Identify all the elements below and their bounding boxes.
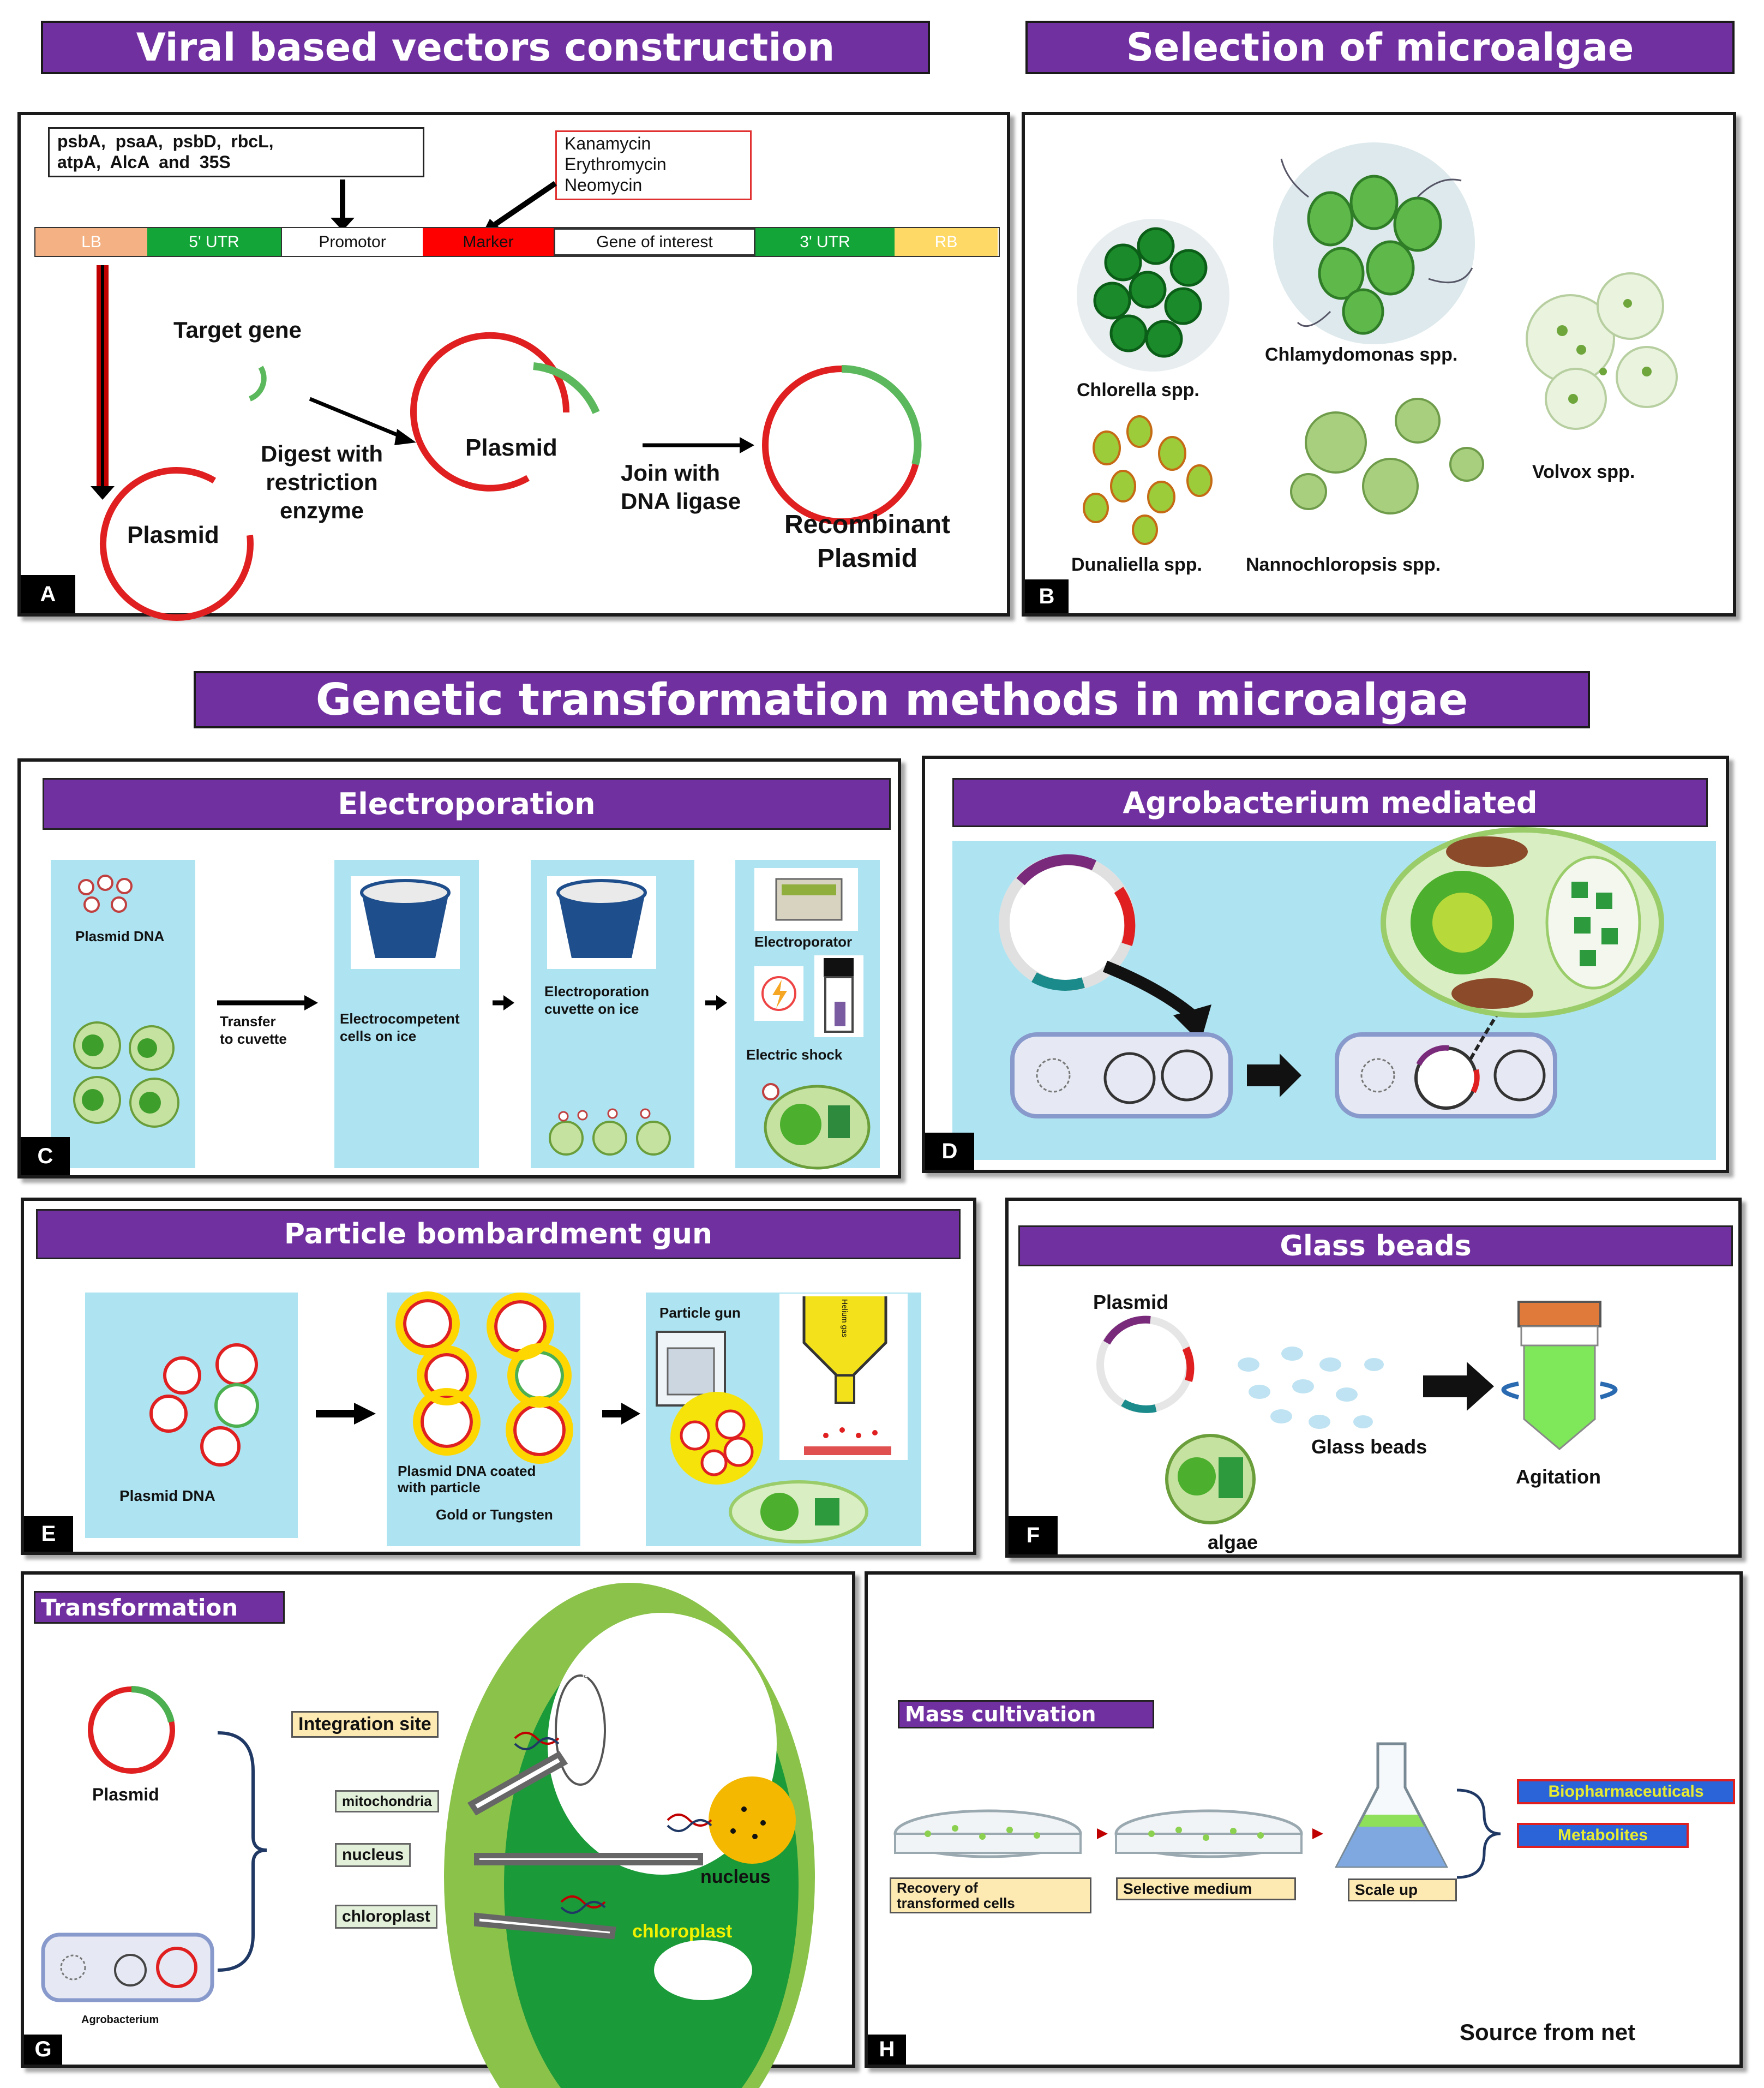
- panel-f: Glass beads Plasmid Glass beads Agitatio…: [1005, 1198, 1742, 1558]
- microalgae-images: [1077, 142, 1678, 545]
- recombinant-plasmid-label: Recombinant Plasmid: [784, 510, 951, 573]
- glass-beads-graphics: [1096, 1301, 1618, 1524]
- panel-a: psbA, psaA, psbD, rbcL, atpA, AlcA and 3…: [17, 112, 1010, 621]
- agrobacterium-label: Agrobacterium: [81, 2014, 159, 2026]
- product-metabolites: Metabolites: [1557, 1826, 1648, 1844]
- plasmid-dna-area: [85, 1293, 298, 1538]
- join-label: Join with DNA ligase: [621, 460, 741, 514]
- panel-c-label: C: [21, 1137, 70, 1175]
- target-gene-label: Target gene: [173, 317, 302, 343]
- species-dunaliella: Dunaliella spp.: [1071, 554, 1202, 575]
- electric-shock-label: Electric shock: [746, 1046, 843, 1063]
- glass-beads-label: Glass beads: [1311, 1435, 1427, 1458]
- transfer-label: Transfer to cuvette: [220, 1013, 287, 1047]
- source-label: Source from net: [1460, 2019, 1636, 2045]
- agitation-label: Agitation: [1516, 1465, 1601, 1488]
- panel-d-label: D: [925, 1133, 974, 1170]
- algae-label: algae: [1208, 1531, 1258, 1553]
- transformation-graphics: [41, 1583, 815, 2088]
- panel-d: Agrobacterium mediated D: [922, 756, 1729, 1173]
- segment-rb: RB: [895, 228, 998, 256]
- panel-g: Transformation Plasmid Agrobacterium Int…: [21, 1571, 855, 2088]
- digest-label: Digest with restriction enzyme: [261, 441, 383, 523]
- mass-cultivation-graphics: [893, 1742, 1501, 1879]
- species-chlamydomonas: Chlamydomonas spp.: [1265, 344, 1458, 365]
- particle-gun-graphics: [149, 1291, 908, 1543]
- product-biopharmaceuticals-box: Biopharmaceuticals: [1517, 1779, 1735, 1804]
- species-nannochloropsis: Nannochloropsis spp.: [1246, 554, 1441, 575]
- helium-label: Helium gas: [841, 1299, 849, 1338]
- segment-5utr: 5' UTR: [147, 228, 281, 256]
- electroporator-label: Electroporator: [754, 934, 853, 950]
- plasmid-label-f: Plasmid: [1093, 1291, 1169, 1313]
- segment-marker: Marker: [423, 228, 554, 256]
- step-scale-up: Scale up: [1348, 1878, 1457, 1901]
- plasmid-label-middle: Plasmid: [465, 434, 557, 461]
- panel-b-label: B: [1025, 579, 1069, 613]
- cell-chloroplast-label: chloroplast: [632, 1921, 733, 1942]
- promoter-list-box: psbA, psaA, psbD, rbcL, atpA, AlcA and 3…: [48, 127, 424, 177]
- agrobacterium-title: Agrobacterium mediated: [952, 778, 1708, 827]
- panel-e: Particle bombardment gun: [21, 1198, 976, 1555]
- particle-gun-label: Particle gun: [659, 1305, 741, 1321]
- plasmid-dna-label-e: Plasmid DNA: [119, 1487, 215, 1504]
- transformation-title: Transformation: [34, 1591, 285, 1624]
- cell-nucleus-label: nucleus: [700, 1866, 771, 1887]
- plasmid-dna-label: Plasmid DNA: [75, 928, 165, 944]
- site-chloroplast: chloroplast: [335, 1905, 437, 1929]
- coated-label: Plasmid DNA coated with particle: [398, 1463, 536, 1495]
- promoter-list: psbA, psaA, psbD, rbcL, atpA, AlcA and 3…: [57, 131, 274, 172]
- header-genetic-transformation: Genetic transformation methods in microa…: [194, 671, 1590, 728]
- agrobacterium-graphics: [999, 827, 1664, 1118]
- panel-h-label: H: [868, 2035, 906, 2065]
- panel-h: Mass cultivation Recovery of transformed…: [865, 1571, 1743, 2068]
- panel-f-label: F: [1009, 1516, 1058, 1554]
- marker-list-box: Kanamycin Erythromycin Neomycin: [555, 130, 752, 200]
- plasmid-label-left: Plasmid: [127, 522, 219, 548]
- product-metabolites-box: Metabolites: [1517, 1823, 1689, 1848]
- step-selective-medium: Selective medium: [1116, 1877, 1296, 1900]
- step-recovery: Recovery of transformed cells: [890, 1877, 1091, 1913]
- electrocompetent-label: Electrocompetent cells on ice: [340, 1010, 460, 1044]
- integration-site-label: Integration site: [291, 1711, 439, 1738]
- cuvette-label: Electroporation cuvette on ice: [544, 983, 650, 1017]
- segment-promotor: Promotor: [281, 228, 423, 256]
- panel-b: Chlorella spp. Chlamydomonas spp. Volvox…: [1022, 112, 1736, 617]
- site-nucleus: nucleus: [335, 1843, 411, 1867]
- header-viral-vectors: Viral based vectors construction: [41, 21, 930, 74]
- mass-cultivation-title: Mass cultivation: [898, 1700, 1154, 1728]
- gold-tungsten-label: Gold or Tungsten: [436, 1506, 553, 1523]
- panel-c: Electroporation: [17, 758, 901, 1178]
- glass-beads-title: Glass beads: [1018, 1225, 1733, 1266]
- particle-gun-title: Particle bombardment gun: [36, 1209, 961, 1259]
- panel-e-label: E: [24, 1516, 73, 1552]
- header-selection-microalgae: Selection of microalgae: [1025, 21, 1735, 74]
- segment-3utr: 3' UTR: [755, 228, 895, 256]
- electroporation-graphics: [73, 868, 871, 1170]
- segment-gene-of-interest: Gene of interest: [554, 228, 755, 256]
- plasmid-label-g: Plasmid: [92, 1785, 159, 1804]
- product-biopharmaceuticals: Biopharmaceuticals: [1548, 1782, 1704, 1800]
- electroporation-title: Electroporation: [43, 778, 891, 830]
- segment-lb: LB: [35, 228, 147, 256]
- vector-cassette: LB 5' UTR Promotor Marker Gene of intere…: [34, 227, 1000, 257]
- species-chlorella: Chlorella spp.: [1077, 380, 1199, 400]
- panel-g-label: G: [24, 2035, 62, 2065]
- marker-list: Kanamycin Erythromycin Neomycin: [565, 134, 667, 195]
- site-mitochondria: mitochondria: [335, 1790, 439, 1812]
- cell-mitochondria-label: mitochondria: [580, 1673, 590, 1728]
- species-volvox: Volvox spp.: [1532, 462, 1635, 482]
- panel-a-label: A: [21, 575, 75, 613]
